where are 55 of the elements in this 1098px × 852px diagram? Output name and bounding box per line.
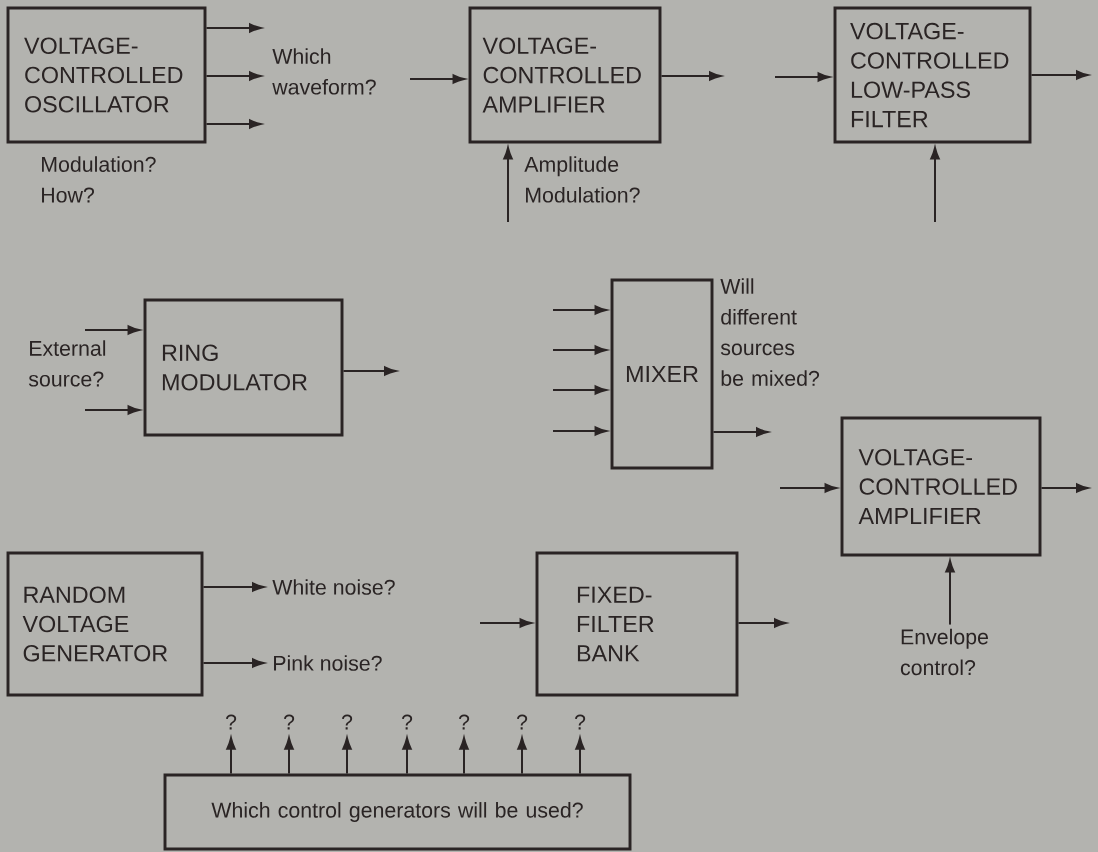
arrow: [552, 426, 607, 436]
arrow: [575, 737, 585, 775]
process-box: VOLTAGE- CONTROLLED LOW-PASS FILTER: [833, 6, 1032, 144]
question-mark: ?: [283, 714, 295, 730]
output-label: Pink noise?: [274, 655, 382, 671]
input-label: Envelope control?: [900, 628, 988, 676]
arrow: [459, 737, 469, 775]
question-mark: ?: [458, 714, 470, 730]
arrow: [205, 71, 262, 81]
question-mark: ?: [516, 714, 528, 730]
arrow: [205, 119, 262, 129]
arrow: [1030, 70, 1089, 80]
arrow: [84, 325, 140, 335]
arrow: [503, 147, 513, 223]
process-box: VOLTAGE- CONTROLLED AMPLIFIER: [840, 416, 1042, 557]
annotation: Amplitude Modulation?: [524, 156, 640, 203]
arrow: [479, 618, 532, 628]
question-mark: ?: [341, 714, 353, 730]
arrow: [205, 23, 262, 33]
annotation: Modulation? How?: [42, 156, 156, 203]
arrow: [779, 483, 837, 493]
question-mark: ?: [401, 714, 413, 730]
arrow: [552, 305, 607, 315]
arrow: [774, 72, 830, 82]
arrow: [660, 71, 722, 81]
process-box: VOLTAGE- CONTROLLED OSCILLATOR: [6, 6, 207, 144]
arrow: [712, 427, 769, 437]
process-box: MIXER: [610, 278, 714, 470]
arrow: [552, 345, 607, 355]
arrow: [202, 658, 265, 668]
arrow: [737, 618, 787, 628]
arrow: [552, 385, 607, 395]
arrow: [342, 366, 397, 376]
process-box: RANDOM VOLTAGE GENERATOR: [6, 551, 204, 697]
question-mark: ?: [574, 714, 586, 730]
arrow: [202, 582, 265, 592]
question-mark: ?: [225, 714, 237, 730]
process-box: RING MODULATOR: [143, 298, 344, 437]
arrow: [284, 737, 294, 775]
arrow: [226, 737, 236, 775]
arrow: [945, 560, 955, 626]
arrow: [342, 737, 352, 775]
annotation: Will different sources be mixed?: [720, 278, 820, 386]
annotation: Which waveform?: [272, 48, 376, 95]
arrow: [409, 74, 465, 84]
arrow: [402, 737, 412, 775]
process-box: VOLTAGE- CONTROLLED AMPLIFIER: [468, 6, 662, 144]
process-box: FIXED- FILTER BANK: [535, 551, 739, 697]
arrow: [930, 147, 940, 223]
arrow: [84, 405, 140, 415]
arrow: [517, 737, 527, 775]
annotation: External source?: [28, 340, 106, 387]
arrow: [1040, 483, 1089, 493]
output-label: White noise?: [272, 579, 395, 595]
process-box: Which control generators will be used?: [163, 773, 632, 851]
